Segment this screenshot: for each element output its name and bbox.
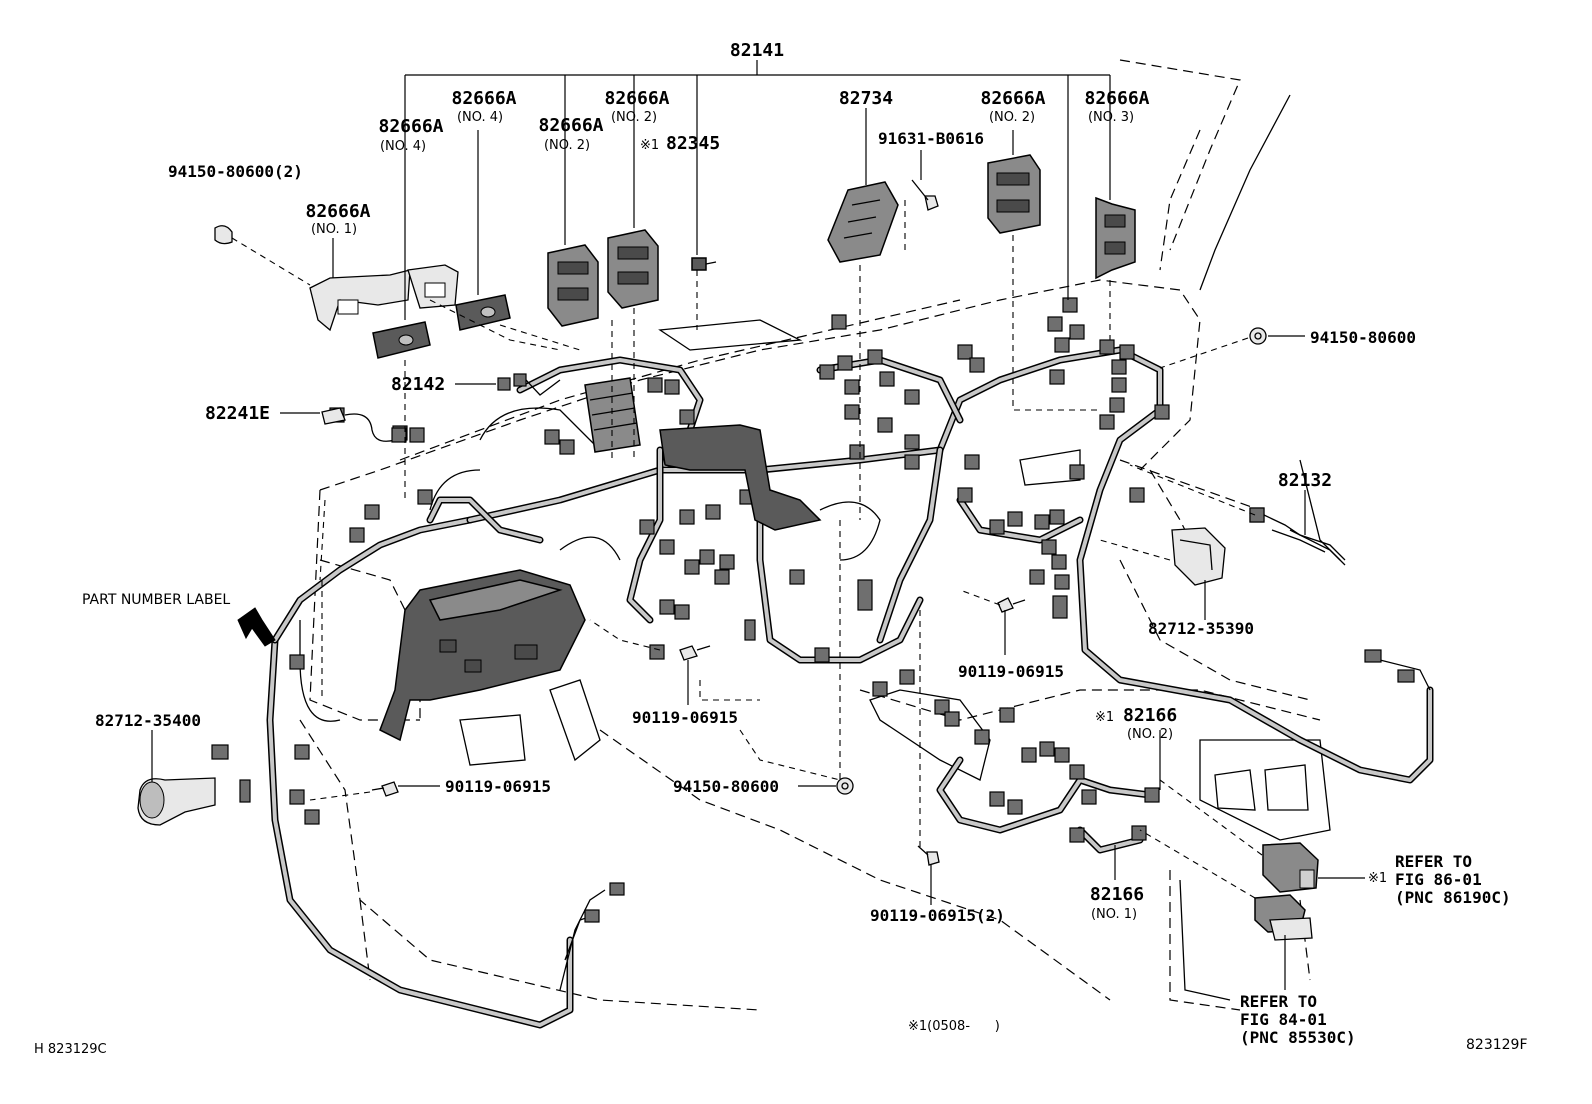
- label-harness-82132: 82132: [1278, 470, 1332, 491]
- label-code-right: 823129F: [1466, 1037, 1528, 1053]
- label-relay-82734: 82734: [839, 88, 893, 109]
- label-harness-82166-no1-sub: (NO. 1): [1091, 907, 1137, 922]
- label-harness-82166-no1: 82166: [1090, 884, 1144, 905]
- label-wire-82241e: 82241E: [205, 403, 270, 424]
- label-socket-82712-35390: 82712-35390: [1148, 619, 1254, 638]
- label-junction-no1-sub: (NO. 1): [311, 222, 357, 237]
- label-refer-84-line3: (PNC 85530C): [1240, 1028, 1356, 1047]
- label-harness-82166-no2: 82166: [1123, 705, 1177, 726]
- label-relay-82345-mark: ※1: [640, 138, 659, 153]
- label-part-number-note: PART NUMBER LABEL: [82, 592, 230, 608]
- label-refer-84-line1: REFER TO: [1240, 992, 1317, 1011]
- leader-lines: [151, 60, 1365, 990]
- label-junction-no2-a-sub: (NO. 2): [544, 138, 590, 153]
- label-harness-82166-no2-mark: ※1: [1095, 710, 1114, 725]
- label-junction-no4-left-sub: (NO. 4): [380, 139, 426, 154]
- label-refer-84-line2: FIG 84-01: [1240, 1010, 1327, 1029]
- label-junction-no2-b: 82666A: [604, 88, 669, 109]
- label-refer-86-line1: REFER TO: [1395, 852, 1472, 871]
- label-junction-no2-b-sub: (NO. 2): [611, 110, 657, 125]
- label-junction-no4-mid: 82666A: [451, 88, 516, 109]
- label-footnote: ※1(0508- ): [908, 1019, 1000, 1034]
- label-refer-86-line2: FIG 86-01: [1395, 870, 1482, 889]
- label-main-harness: 82141: [730, 40, 784, 61]
- label-bolt-90119-b: 90119-06915: [632, 708, 738, 727]
- label-junction-no4-mid-sub: (NO. 4): [457, 110, 503, 125]
- label-code-left: H 823129C: [34, 1042, 107, 1057]
- label-junction-no4-left: 82666A: [378, 116, 443, 137]
- label-socket-82712-35400: 82712-35400: [95, 711, 201, 730]
- label-screw-91631: 91631-B0616: [878, 129, 984, 148]
- label-junction-no3: 82666A: [1084, 88, 1149, 109]
- label-clip-94150-2: 94150-80600(2): [168, 162, 303, 181]
- callout-labels: 82141 82666A (NO. 4) 82666A (NO. 4) 8266…: [34, 40, 1528, 1057]
- label-harness-82142: 82142: [391, 374, 445, 395]
- junction-blocks: [137, 154, 1346, 941]
- label-refer-86-line3: (PNC 86190C): [1395, 888, 1511, 907]
- label-bolt-90119-c: 90119-06915: [445, 777, 551, 796]
- label-junction-no2-a: 82666A: [538, 115, 603, 136]
- instrument-panel-outline: [299, 59, 1331, 1011]
- label-relay-82345: 82345: [666, 133, 720, 154]
- label-harness-82166-no2-sub: (NO. 2): [1127, 727, 1173, 742]
- label-junction-no3-sub: (NO. 3): [1088, 110, 1134, 125]
- label-junction-no2-c-sub: (NO. 2): [989, 110, 1035, 125]
- label-bolt-90119-a: 90119-06915: [958, 662, 1064, 681]
- label-junction-no2-c: 82666A: [980, 88, 1045, 109]
- part-label-arrow: [237, 607, 276, 647]
- label-clip-94150-bottom: 94150-80600: [673, 777, 779, 796]
- label-junction-no1: 82666A: [305, 201, 370, 222]
- label-refer-86-mark: ※1: [1368, 871, 1387, 886]
- label-clip-94150-right: 94150-80600: [1310, 328, 1416, 347]
- label-bolt-90119-2: 90119-06915(2): [870, 906, 1005, 925]
